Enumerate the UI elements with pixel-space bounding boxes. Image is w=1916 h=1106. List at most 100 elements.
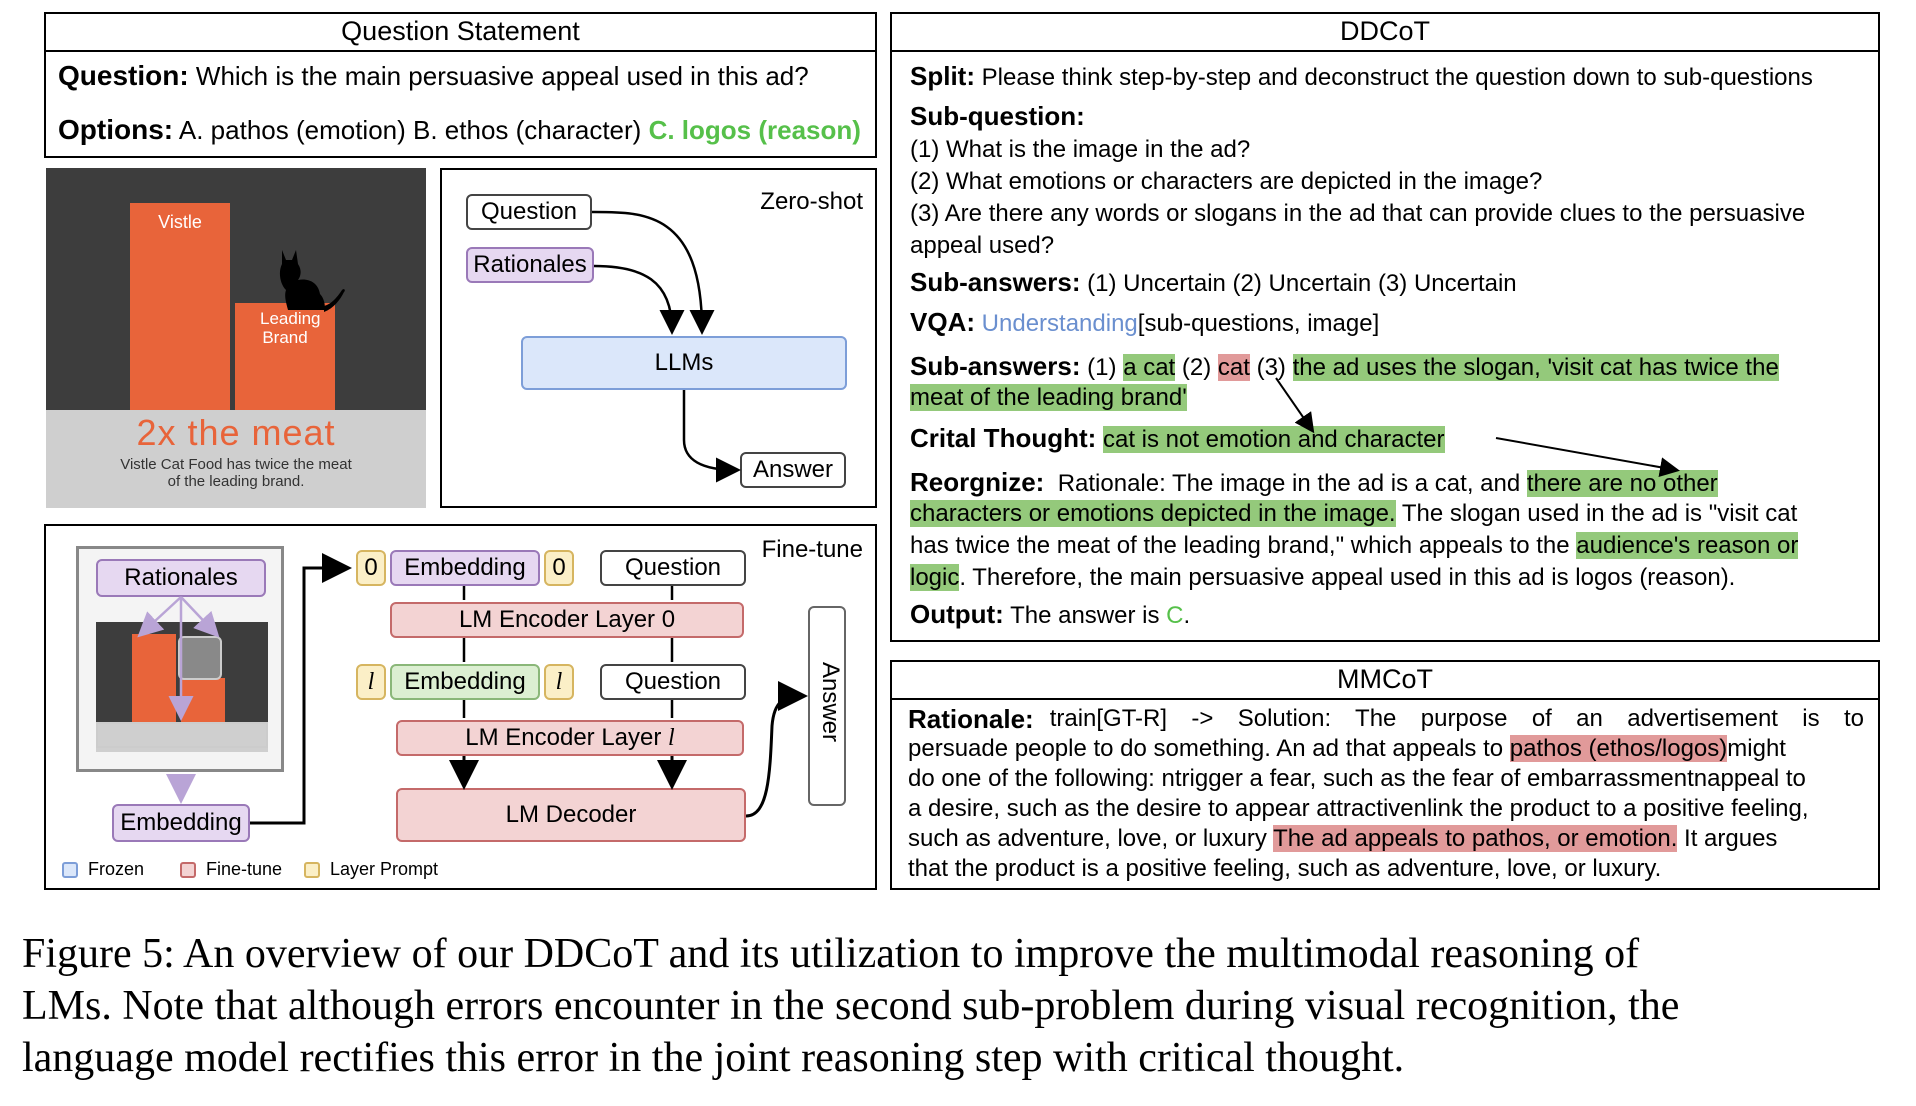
zs-arrows: [591, 210, 741, 483]
ad-bar-leading: [235, 303, 335, 410]
reorg-h2: characters or emotions depicted in the i…: [910, 500, 1396, 527]
ft-prompt-0: 0: [356, 550, 386, 586]
output-answer: C: [1166, 602, 1184, 629]
legend-frozen-swatch: [62, 862, 78, 878]
cat-silhouette-icon: [279, 250, 345, 312]
caption-line-2: LMs. Note that although errors encounter…: [22, 983, 1680, 1029]
ft-encoder-l-suffix: l: [668, 725, 675, 751]
mmcot-line-1: Rationale: train[GT-R] -> Solution: The p…: [908, 704, 1864, 734]
suba2-p2: (2): [1181, 354, 1212, 381]
sub-answers-line-2b: meat of the leading brand': [910, 382, 1187, 414]
ft-rationale-arrows: [137, 596, 220, 804]
reorg-h3: audience's reason or: [1576, 532, 1799, 559]
ft-flow-arrows: [250, 553, 808, 825]
split-line: Split: Please think step-by-step and dec…: [910, 60, 1813, 94]
question-statement-panel: Question Statement Question: Which is th…: [44, 12, 877, 158]
suba2-a1: a cat: [1123, 354, 1176, 381]
ft-prompt-l-right: l: [544, 664, 574, 700]
zero-shot-panel: Zero-shot Question Rationales LLMs Answe…: [440, 168, 877, 508]
mmcot-l5b: It argues: [1684, 825, 1778, 852]
ad-bar-vistle-label: Vistle: [158, 212, 202, 232]
ft-rationales-node: Rationales: [96, 559, 266, 597]
split-label: Split:: [910, 61, 975, 91]
subq-label: Sub-question:: [910, 101, 1085, 131]
sub-answers-line-1: Sub-answers: (1) Uncertain (2) Uncertain…: [910, 266, 1517, 300]
mmcot-l1: train[GT-R] -> Solution: The purpose of …: [1049, 705, 1864, 732]
ft-encoder-l: LM Encoder Layer l: [396, 720, 744, 756]
question-statement-header: Question Statement: [46, 14, 875, 52]
suba2-label: Sub-answers:: [910, 351, 1081, 381]
output-line: Output: The answer is C.: [910, 598, 1190, 632]
suba2-p3: (3): [1256, 354, 1286, 381]
sub-answers-line-2: Sub-answers: (1) a cat (2) cat (3) the a…: [910, 350, 1779, 384]
reorg-line-1: Reorgnize: Rationale: The image in the a…: [910, 466, 1718, 500]
ft-encoder-l-label: LM Encoder Layer: [465, 724, 662, 751]
ft-question-l: Question: [600, 664, 746, 700]
mmcot-l5a: such as adventure, love, or luxury: [908, 825, 1267, 852]
mmcot-l6: that the product is a positive feeling, …: [908, 855, 1662, 882]
ft-decoder: LM Decoder: [396, 788, 746, 842]
zs-question-node: Question: [466, 194, 592, 230]
ddcot-correction-arrows: [1275, 377, 1680, 478]
ddcot-header: DDCoT: [892, 14, 1878, 52]
zero-shot-title: Zero-shot: [760, 188, 863, 215]
vqa-line: VQA: Understanding[sub-questions, image]: [910, 306, 1379, 340]
vqa-label: VQA:: [910, 307, 975, 337]
zs-llms-node: LLMs: [521, 336, 847, 390]
question-label: Question:: [58, 60, 189, 91]
reorg-h4: logic: [910, 564, 960, 591]
ft-prompt-l: l: [356, 664, 386, 700]
reorg-t2: The slogan used in the ad is "visit cat: [1401, 500, 1798, 527]
ft-encoder-0: LM Encoder Layer 0: [390, 602, 744, 638]
reorg-t4: . Therefore, the main persuasive appeal …: [959, 564, 1736, 591]
ad-bar-leading-label: Leading Brand: [260, 309, 321, 347]
legend-finetune-swatch: [180, 862, 196, 878]
reorg-t1: Rationale: The image in the ad is a cat,…: [1057, 470, 1521, 497]
subq-3b: appeal used?: [910, 232, 1055, 259]
fine-tune-panel: Fine-tune Rationales Embedding 0 Embeddi…: [44, 524, 877, 890]
legend-layerprompt-swatch: [304, 862, 320, 878]
ddcot-panel: DDCoT Split: Please think step-by-step a…: [890, 12, 1880, 642]
ad-headline: 2x the meat: [136, 412, 336, 453]
ft-embedding-0: Embedding: [390, 550, 540, 586]
vqa-fn: Understanding: [981, 310, 1138, 337]
zs-rationales-node: Rationales: [466, 247, 594, 283]
crit-line: Crital Thought: cat is not emotion and c…: [910, 422, 1445, 456]
caption-line-1: Figure 5: An overview of our DDCoT and i…: [22, 931, 1640, 977]
suba2-p1: (1): [1087, 354, 1117, 381]
reorg-line-2: characters or emotions depicted in the i…: [910, 498, 1797, 530]
mmcot-line-2: persuade people to do something. An ad t…: [908, 734, 1864, 764]
reorg-label: Reorgnize:: [910, 467, 1045, 497]
vqa-args: [sub-questions, image]: [1137, 310, 1380, 337]
ft-prompt-0-right: 0: [544, 550, 574, 586]
output-text: The answer is: [1010, 602, 1160, 629]
suba2-a3a: the ad uses the slogan, 'visit cat has t…: [1292, 354, 1779, 381]
ad-bar-vistle: [130, 203, 230, 410]
reorg-t3: has twice the meat of the leading brand,…: [910, 532, 1570, 559]
output-end: .: [1183, 602, 1191, 629]
options-label: Options:: [58, 114, 174, 145]
mmcot-body: Rationale: train[GT-R] -> Solution: The p…: [908, 704, 1864, 884]
mmcot-l2h: pathos (ethos/logos): [1509, 735, 1728, 762]
ft-answer-node: Answer: [808, 606, 846, 806]
legend-finetune-label: Fine-tune: [206, 859, 283, 879]
ft-question-0: Question: [600, 550, 746, 586]
suba-label: Sub-answers:: [910, 267, 1081, 297]
mmcot-l4: a desire, such as the desire to appear a…: [908, 795, 1809, 822]
ad-subline: Vistle Cat Food has twice the meat of th…: [120, 456, 352, 490]
options-text: A. pathos (emotion) B. ethos (character): [178, 115, 642, 145]
reorg-line-4: logic. Therefore, the main persuasive ap…: [910, 562, 1735, 594]
output-label: Output:: [910, 599, 1004, 629]
ft-embedding-l: Embedding: [390, 664, 540, 700]
ad-image: Vistle Leading Brand 2x the meat Vistle …: [46, 168, 426, 508]
legend-frozen-label: Frozen: [88, 859, 145, 879]
mmcot-label: Rationale:: [908, 704, 1034, 734]
fine-tune-title: Fine-tune: [761, 536, 863, 563]
caption-line-3: language model rectifies this error in t…: [22, 1035, 1405, 1081]
mmcot-line-5: such as adventure, love, or luxury The a…: [908, 824, 1864, 854]
legend-layerprompt-label: Layer Prompt: [330, 859, 439, 879]
subq-1: (1) What is the image in the ad?: [910, 136, 1251, 163]
reorg-h1: there are no other: [1526, 470, 1718, 497]
mmcot-l5h: The ad appeals to pathos, or emotion.: [1273, 825, 1678, 852]
question-text: Which is the main persuasive appeal used…: [195, 61, 809, 91]
